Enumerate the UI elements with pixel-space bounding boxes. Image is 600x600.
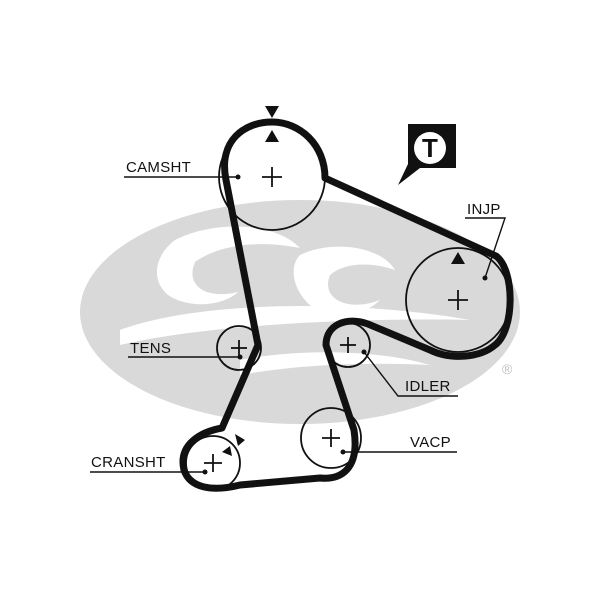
camshaft-timing-mark-icon: [265, 106, 279, 142]
label-crankshaft: CRANSHT: [91, 454, 166, 471]
leader-lines: [90, 176, 506, 473]
label-idler: IDLER: [405, 378, 451, 395]
label-tensioner: TENS: [130, 340, 171, 357]
label-injection-pump: INJP: [467, 201, 501, 218]
gates-watermark-logo: [80, 200, 520, 424]
tensioner-badge-letter: T: [422, 133, 438, 163]
label-vacuum-pump: VACP: [410, 434, 451, 451]
injection-pump-timing-mark-icon: [451, 252, 465, 264]
crankshaft-pulley: [185, 435, 241, 491]
leader-dots: [202, 174, 488, 475]
injection-pump-pulley: [405, 247, 511, 353]
vacuum-pump-pulley: [300, 407, 362, 469]
idler-pulley: [325, 322, 371, 368]
registered-mark: ®: [502, 361, 513, 377]
label-camshaft: CAMSHT: [126, 159, 191, 176]
crankshaft-timing-mark-icon: [222, 434, 245, 456]
timing-belt: [179, 118, 514, 492]
tensioner-badge: T: [398, 124, 456, 185]
tensioner-pulley: [216, 325, 262, 371]
